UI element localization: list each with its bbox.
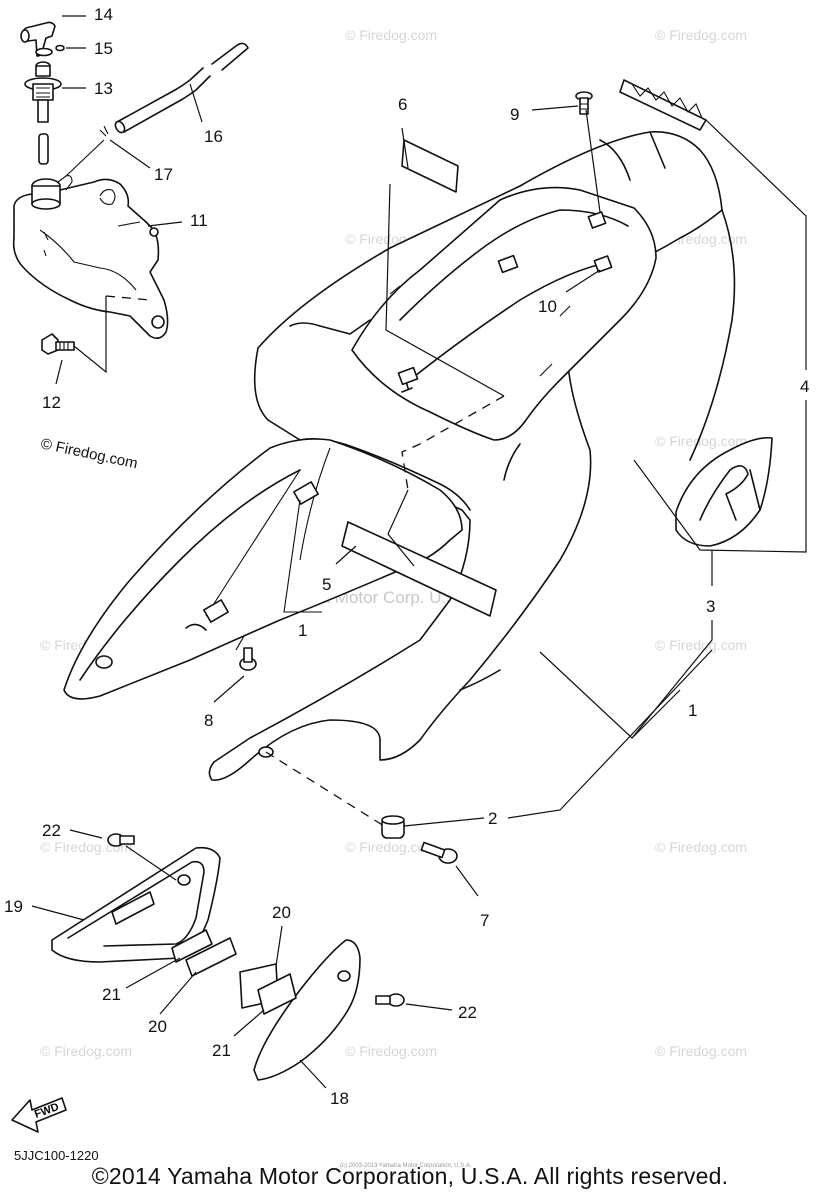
watermark: © Firedog.com (345, 839, 437, 855)
part-17-clip (99, 125, 109, 137)
callout-13: 13 (94, 79, 113, 98)
watermark: © Firedog.com (655, 1043, 747, 1059)
part-11-tank (12, 175, 169, 340)
callout-16: 16 (204, 127, 223, 146)
part-1-rear-frame (351, 186, 657, 441)
callout-14: 14 (94, 5, 113, 24)
callout-10: 10 (538, 297, 557, 316)
part-22-screw-right (375, 993, 405, 1007)
callout-1: 1 (688, 701, 697, 720)
leader-lines (31, 15, 807, 1089)
watermark: © Firedog.com (345, 27, 437, 43)
callout-5: 5 (322, 575, 331, 594)
callout-4: 4 (800, 377, 809, 396)
part-2-grommet (381, 815, 405, 839)
callout-19: 19 (4, 897, 23, 916)
part-3-emblem (675, 436, 773, 547)
watermark: © Firedog.com (655, 27, 747, 43)
part-1-side-panel (63, 438, 463, 700)
callout-22: 22 (42, 821, 61, 840)
callout-20: 20 (148, 1017, 167, 1036)
callout-3: 3 (706, 597, 715, 616)
watermark: © Firedog.com (655, 433, 747, 449)
copyright-footer: ©2014 Yamaha Motor Corporation, U.S.A. A… (91, 1163, 729, 1189)
bolt-12-line (73, 296, 107, 374)
watermark: © Firedog.com (40, 1043, 132, 1059)
callout-21: 21 (102, 985, 121, 1004)
part-21-pad-right (257, 973, 297, 1015)
copyright-small: (c) 2003-2013 Yamaha Motor Corporation, … (340, 1163, 472, 1169)
callout-6: 6 (398, 95, 407, 114)
callout-20: 20 (272, 903, 291, 922)
part-6-label (401, 139, 459, 193)
callout-8: 8 (204, 711, 213, 730)
callout-15: 15 (94, 39, 113, 58)
part-13-valve (24, 61, 62, 165)
part-19-side-cover (51, 846, 221, 963)
part-4-decal (619, 79, 707, 131)
callout-7: 7 (480, 911, 489, 930)
part-20-pad-left (185, 937, 237, 977)
callout-18: 18 (330, 1089, 349, 1108)
part-15-clip (35, 44, 65, 57)
part-17-hose-link (65, 139, 105, 177)
part-7-screw (420, 841, 458, 864)
watermark: © Firedog.com (655, 637, 747, 653)
part-8-screw (239, 647, 257, 671)
part-5-strip (341, 521, 497, 617)
part-9-screw (575, 91, 593, 115)
part-18-side-cover (253, 939, 361, 1081)
part-21-pad-left (171, 929, 213, 963)
callout-1: 1 (298, 621, 307, 640)
callout-17: 17 (154, 165, 173, 184)
fwd-arrow-icon: FWD (11, 1097, 67, 1133)
diagram-code: 5JJC100-1220 (14, 1148, 99, 1163)
callout-21: 21 (212, 1041, 231, 1060)
watermark: © Firedog.com (655, 839, 747, 855)
grommet-2-dash (265, 751, 385, 827)
watermark: © Firedog.com (345, 1043, 437, 1059)
callout-9: 9 (510, 105, 519, 124)
bolt-12-dash (105, 295, 151, 301)
callouts: 1 1 2 3 4 5 6 7 8 9 10 11 12 13 14 15 16… (4, 5, 809, 1108)
part-14-fitting (20, 21, 56, 57)
part-12-bolt (41, 333, 75, 355)
firedog-watermark: © Firedog.com (39, 435, 139, 472)
part-16-hose (114, 42, 249, 134)
part-1-bracket-line (283, 499, 322, 613)
callout-12: 12 (42, 393, 61, 412)
callout-11: 11 (190, 211, 208, 230)
callout-2: 2 (488, 809, 497, 828)
callout-22: 22 (458, 1003, 477, 1022)
part-22-screw-left (107, 833, 135, 847)
